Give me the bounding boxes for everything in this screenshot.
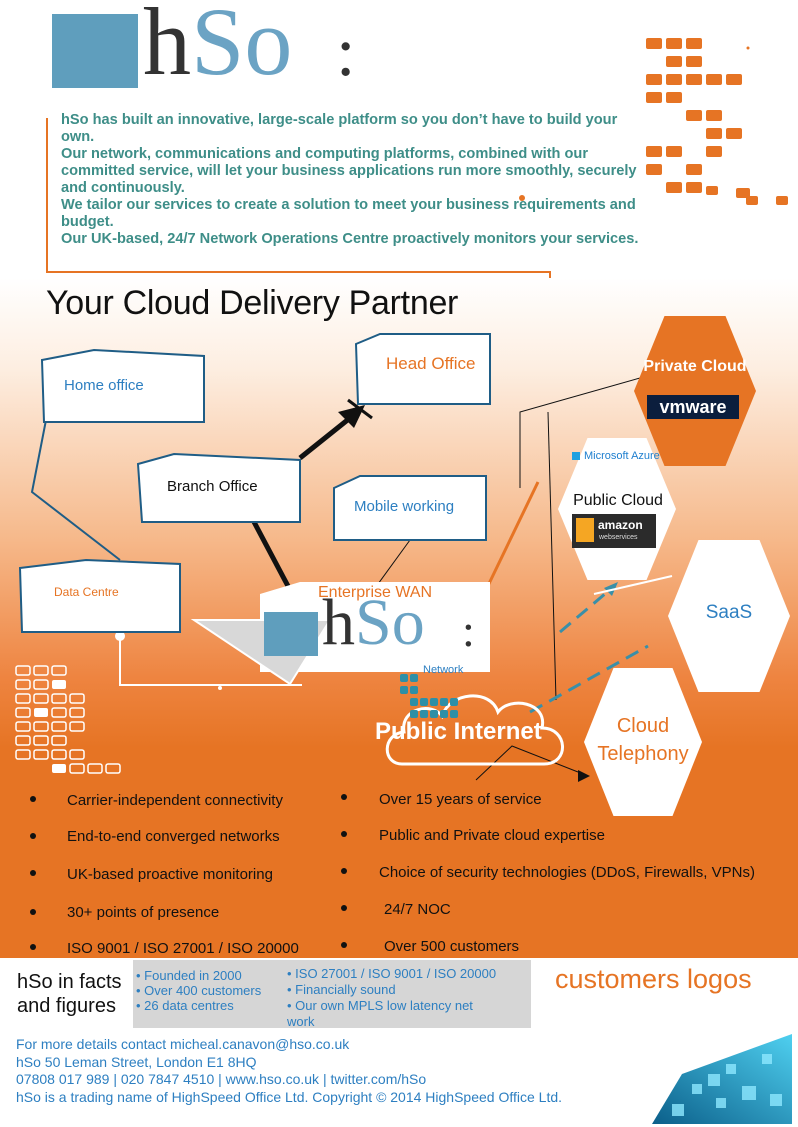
logo-so: So <box>191 0 293 95</box>
vmware-logo: vmware <box>647 395 739 419</box>
private-cloud-label: Private Cloud <box>643 358 747 375</box>
facts-column-1: • Founded in 2000 • Over 400 customers •… <box>136 968 261 1013</box>
bullet-text: UK-based proactive monitoring <box>67 866 273 883</box>
orange-block-pattern <box>646 38 788 205</box>
microsoft-azure-label: Microsoft Azure <box>584 450 660 462</box>
bullet-row: Carrier-independent connectivity Over 15… <box>0 782 798 819</box>
facts-column-2: • ISO 27001 / ISO 9001 / ISO 20000 • Fin… <box>287 966 527 1030</box>
branch-office-label: Branch Office <box>167 478 258 495</box>
fact-item: • Over 400 customers <box>136 983 262 998</box>
footer-contact: For more details contact micheal.canavon… <box>16 1036 562 1106</box>
facts-title-line-1: hSo in facts <box>17 971 122 993</box>
page-headline: Your Cloud Delivery Partner <box>46 284 459 322</box>
head-office-bubble-shape <box>354 333 491 405</box>
logo: hSo <box>143 0 292 90</box>
fact-item: work <box>287 1014 315 1029</box>
bullet-dot <box>341 831 347 837</box>
facts-grey-panel <box>133 960 531 1028</box>
wan-logo-h: h <box>322 586 355 659</box>
bullet-dot <box>30 944 36 950</box>
public-cloud-hex <box>558 438 676 580</box>
network-label: Network <box>423 664 464 676</box>
fact-item: • Financially sound <box>287 982 396 997</box>
mobile-working-bubble-shape <box>333 475 487 541</box>
fact-item: • ISO 27001 / ISO 9001 / ISO 20000 <box>287 966 497 981</box>
bullet-dot <box>341 942 347 948</box>
bullet-text: ISO 9001 / ISO 27001 / ISO 20000 <box>67 940 299 957</box>
footer-line: 07808 017 989 | 020 7847 4510 | www.hso.… <box>16 1071 427 1087</box>
intro-paragraph: We tailor our services to create a solut… <box>61 197 636 230</box>
bullet-text: End-to-end converged networks <box>67 828 280 845</box>
diagram-connectors <box>30 372 649 782</box>
cloud-icon <box>385 674 564 766</box>
bullet-row: 30+ points of presence 24/7 NOC <box>0 893 798 930</box>
customers-logos-label: customers logos <box>555 964 752 994</box>
cloud-telephony-hex <box>584 668 702 816</box>
bullet-dot <box>30 796 36 802</box>
public-internet-label: Public Internet <box>375 718 542 745</box>
wan-logo-colon: : <box>462 605 475 656</box>
facts-title: hSo in facts and figures <box>17 970 122 1018</box>
bullet-text: 24/7 NOC <box>384 901 451 918</box>
windows-icon <box>572 452 580 460</box>
intro-paragraph: Our UK-based, 24/7 Network Operations Ce… <box>61 231 639 247</box>
logo-colon: : <box>336 14 356 91</box>
bullet-dot <box>30 870 36 876</box>
bullet-dot <box>30 833 36 839</box>
bullet-dot <box>341 794 347 800</box>
logo-h: h <box>143 0 191 95</box>
branch-office-bubble-shape <box>136 452 301 523</box>
footer-line: For more details contact micheal.canavon… <box>16 1036 350 1052</box>
facts-title-line-2: and figures <box>17 995 116 1017</box>
wan-logo: hSo <box>322 590 425 656</box>
decorative-tech-graphic <box>652 1034 792 1124</box>
wan-logo-square <box>264 612 318 656</box>
bullet-text: Choice of security technologies (DDoS, F… <box>379 864 755 881</box>
public-cloud-label: Public Cloud <box>573 492 663 509</box>
amazon-logo: amazon webservices <box>572 514 656 548</box>
bullet-text: Over 500 customers <box>384 938 520 955</box>
bullet-dot <box>30 909 36 915</box>
footer-line: hSo 50 Leman Street, London E1 8HQ <box>16 1053 257 1070</box>
bullet-row: ISO 9001 / ISO 27001 / ISO 20000 Over 50… <box>0 930 798 967</box>
fact-item: • 26 data centres <box>136 998 234 1013</box>
wan-logo-so: So <box>355 586 425 659</box>
home-office-label: Home office <box>64 377 144 394</box>
bullet-text: Over 15 years of service <box>379 791 542 808</box>
bullet-dot <box>341 868 347 874</box>
fact-item: • Our own MPLS low latency net <box>287 998 473 1013</box>
head-office-label: Head Office <box>386 354 476 373</box>
cloud-telephony-line-1: Cloud <box>616 715 670 737</box>
data-centre-bubble-shape <box>18 558 181 633</box>
webservices-label: webservices <box>599 534 638 541</box>
bullet-text: Public and Private cloud expertise <box>379 827 605 844</box>
white-block-pattern <box>15 665 121 774</box>
bullet-row: UK-based proactive monitoring Choice of … <box>0 856 798 893</box>
fact-item: • Founded in 2000 <box>136 968 242 983</box>
bullet-text: 30+ points of presence <box>67 904 220 921</box>
bullet-row: End-to-end converged networks Public and… <box>0 819 798 856</box>
enterprise-wan-label: Enterprise WAN <box>318 584 433 601</box>
saas-label: SaaS <box>705 602 753 623</box>
intro-paragraph: Our network, communications and computin… <box>61 146 637 196</box>
aws-boxes-icon <box>576 518 594 542</box>
footer-line: hSo is a trading name of HighSpeed Offic… <box>16 1088 563 1105</box>
bullet-dot <box>341 905 347 911</box>
bullet-text: Carrier-independent connectivity <box>67 792 283 809</box>
intro-paragraph: hSo has built an innovative, large-scale… <box>61 112 618 145</box>
home-office-bubble-shape <box>40 348 205 423</box>
mobile-working-label: Mobile working <box>354 498 455 515</box>
cloud-telephony-line-2: Telephony <box>597 743 689 765</box>
amazon-label: amazon <box>598 518 643 532</box>
cloud-telephony-label: Cloud Telephony <box>584 712 702 768</box>
data-centre-label: Data Centre <box>54 585 119 599</box>
facts-section: hSo in facts and figures • Founded in 20… <box>0 958 798 1030</box>
intro-text: hSo has built an innovative, large-scale… <box>61 112 641 248</box>
logo-square <box>52 14 138 88</box>
